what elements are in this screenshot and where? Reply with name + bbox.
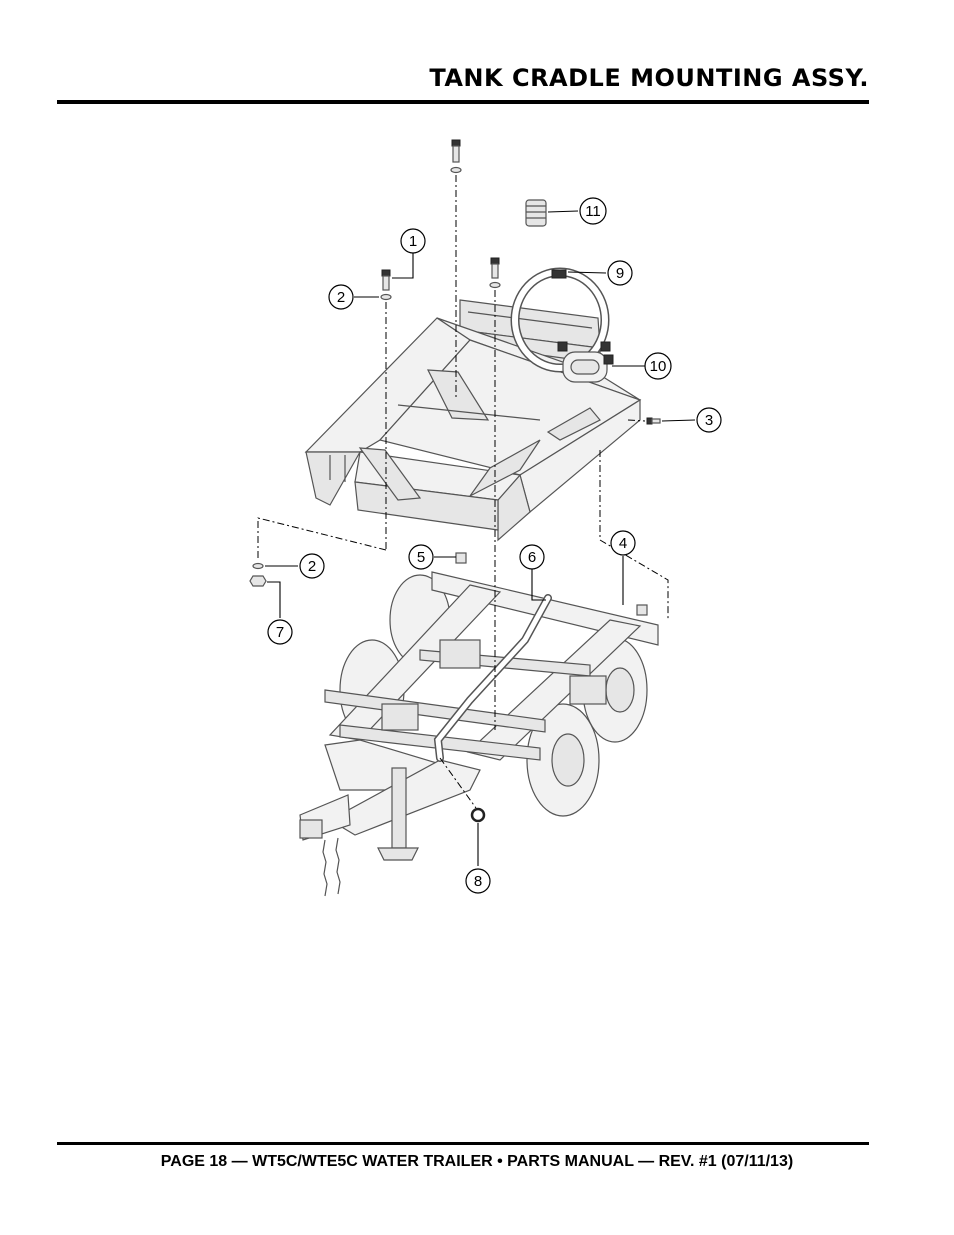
svg-text:3: 3 [705,412,713,429]
callout-11: 11 [579,197,607,225]
svg-text:11: 11 [585,203,601,220]
callout-7: 7 [267,619,293,645]
spring-icon [525,199,547,227]
callout-1: 1 [400,228,426,254]
callout-4: 4 [610,530,636,556]
footer-rule [57,1142,869,1145]
svg-text:7: 7 [276,624,284,641]
center-lines [257,175,669,809]
screw-icon [646,417,661,425]
callout-2-upper: 2 [328,284,354,310]
svg-text:5: 5 [417,549,425,566]
header-rule [57,100,869,104]
callout-5: 5 [408,544,434,570]
svg-text:2: 2 [337,289,345,306]
page-title: TANK CRADLE MOUNTING ASSY. [429,64,869,92]
svg-text:10: 10 [650,358,667,375]
page-footer: PAGE 18 — WT5C/WTE5C WATER TRAILER • PAR… [160,1153,794,1170]
bolt-icon [451,139,461,163]
callout-2-lower: 2 [299,553,325,579]
washer-icon [380,293,392,301]
washer-icon [252,562,264,570]
callout-9: 9 [607,260,633,286]
svg-text:8: 8 [474,873,482,890]
svg-text:2: 2 [308,558,316,575]
svg-text:6: 6 [528,549,536,566]
washer-icon [450,166,462,174]
trailer-chassis [299,571,659,897]
cap-icon [455,552,648,616]
bolt-icon [381,269,391,291]
svg-text:9: 9 [616,265,624,282]
hose-icon [510,267,614,383]
svg-text:4: 4 [619,535,627,552]
callout-6: 6 [519,544,545,570]
callout-10: 10 [644,352,672,380]
svg-text:1: 1 [409,233,417,250]
bolt-icon [490,257,500,279]
leader-lines [265,210,696,866]
nut-icon [249,575,267,587]
washer-icon [489,281,501,289]
callout-3: 3 [696,407,722,433]
clamp-icon [470,807,486,823]
tank-cradle [304,299,642,542]
callout-8: 8 [465,868,491,894]
